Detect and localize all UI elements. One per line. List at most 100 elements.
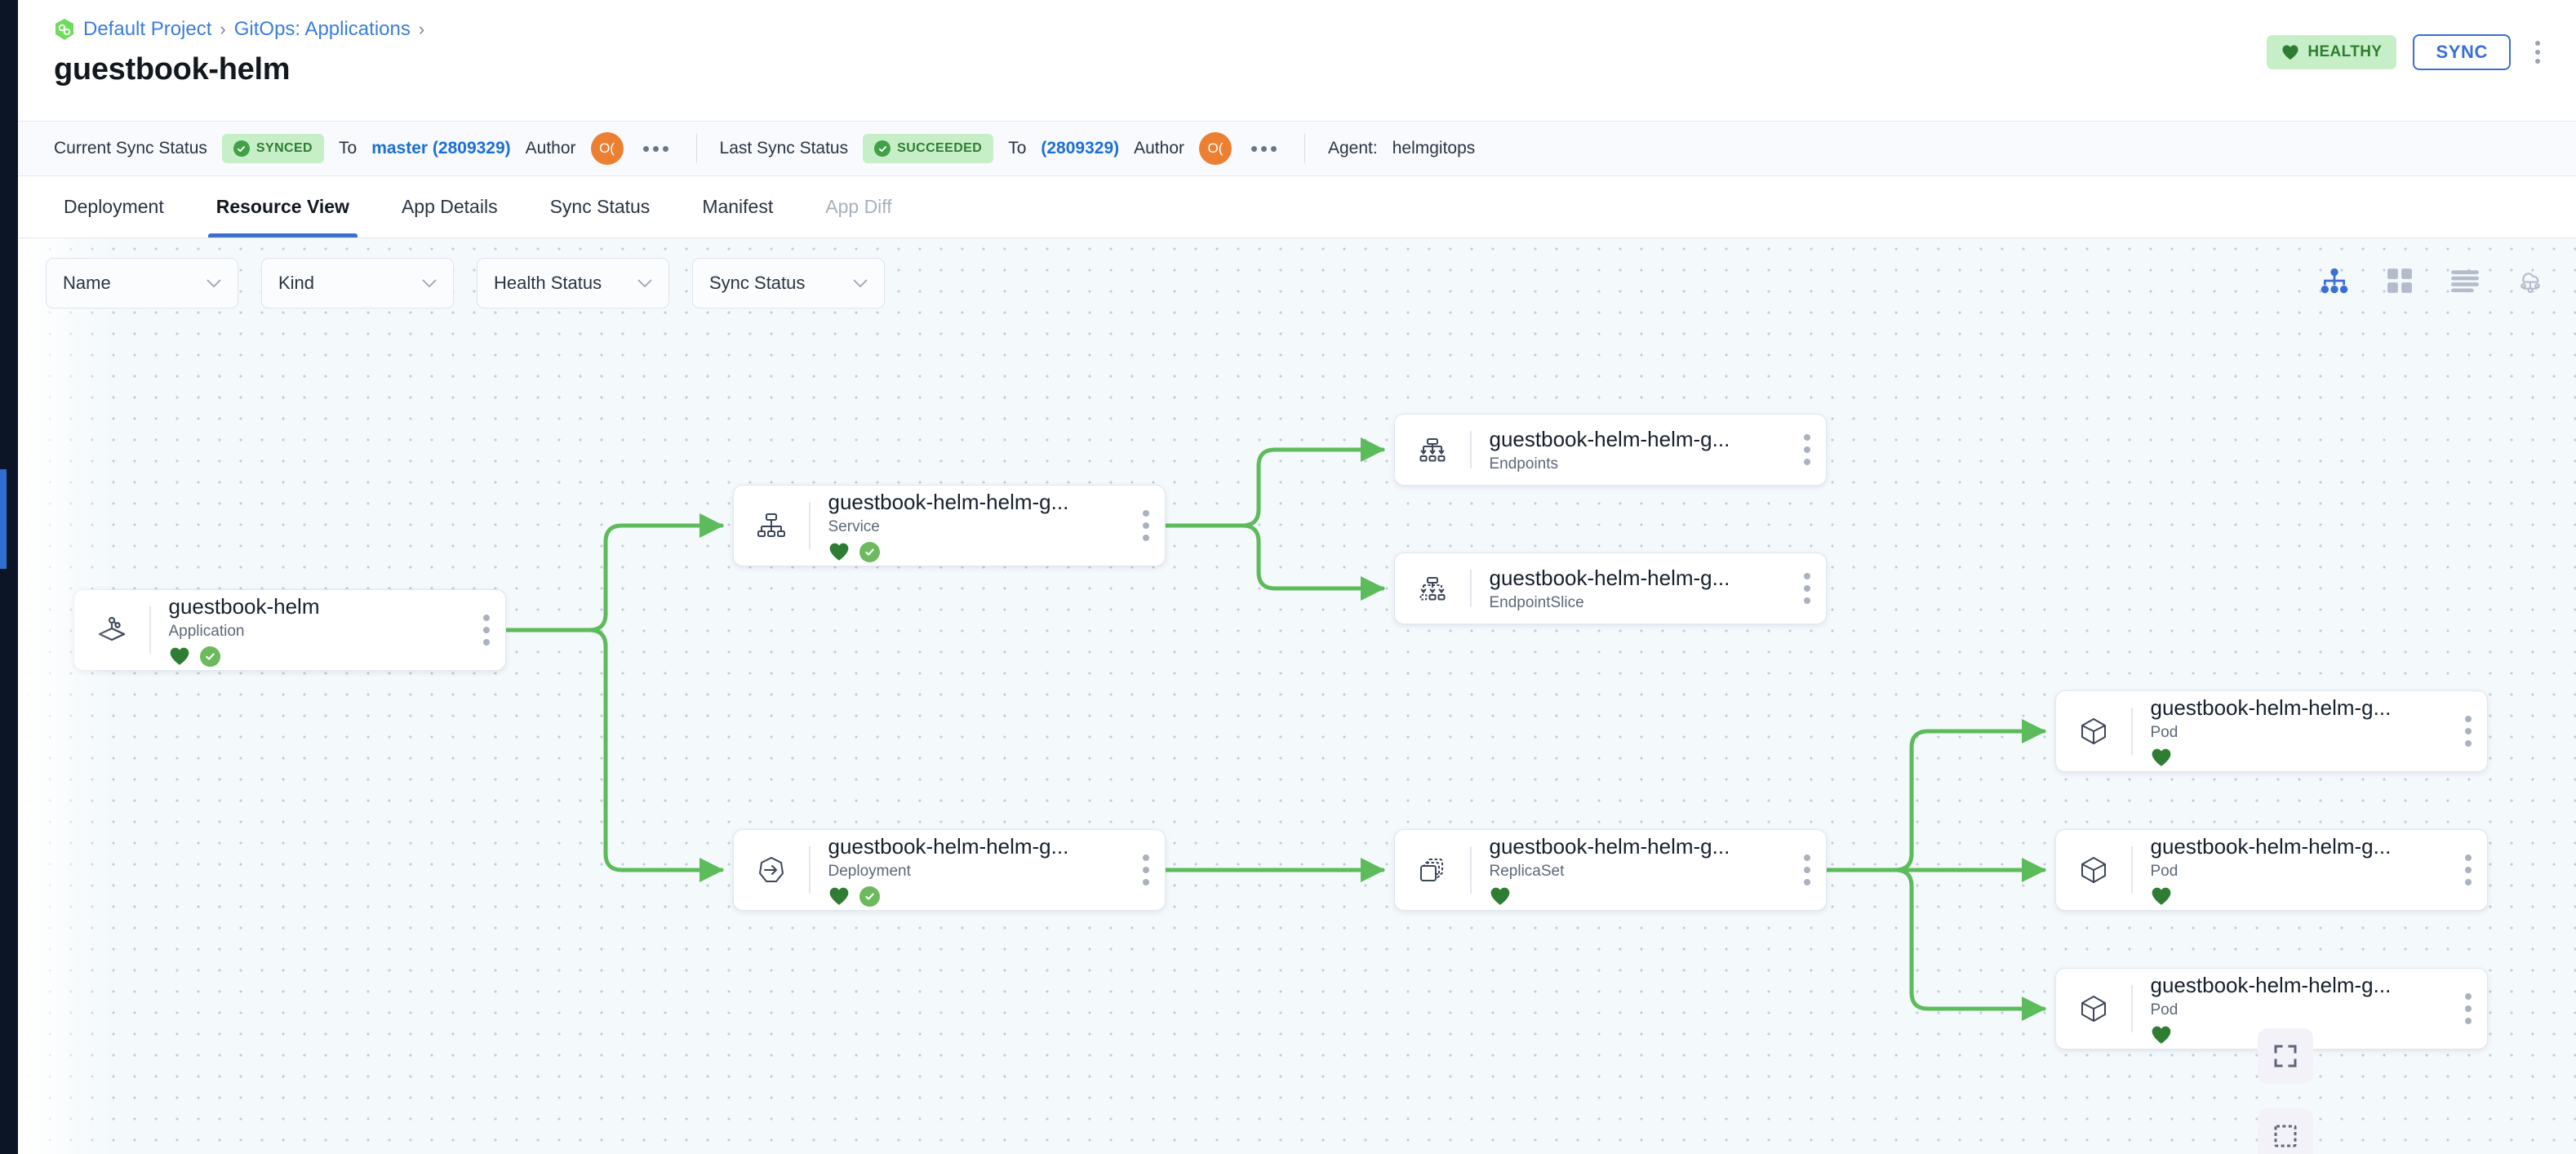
edge-service-endpointslice bbox=[1163, 523, 1385, 601]
chevron-down-icon bbox=[637, 279, 652, 288]
last-sync-status-badge[interactable]: SUCCEEDED bbox=[863, 134, 994, 163]
graph-node-endpointslice[interactable]: guestbook-helm-helm-g... EndpointSlice bbox=[1394, 553, 1827, 624]
graph-node-pod-2[interactable]: guestbook-helm-helm-g... Pod bbox=[2055, 829, 2488, 911]
node-kind: Service bbox=[828, 518, 880, 536]
graph-node-application[interactable]: guestbook-helm Application bbox=[73, 589, 506, 671]
node-status-row bbox=[2151, 747, 2442, 768]
current-to-label: To bbox=[339, 139, 358, 158]
graph-node-replicaset[interactable]: guestbook-helm-helm-g... ReplicaSet bbox=[1394, 829, 1827, 911]
node-menu-icon[interactable] bbox=[1127, 830, 1165, 910]
node-menu-icon[interactable] bbox=[1788, 830, 1826, 910]
view-toggle-group bbox=[2316, 263, 2548, 299]
check-circle-icon bbox=[874, 140, 891, 157]
filter-sync-status-select[interactable]: Sync Status bbox=[692, 258, 885, 308]
breadcrumb-item-applications[interactable]: GitOps: Applications bbox=[233, 18, 411, 40]
tab-sync-status[interactable]: Sync Status bbox=[549, 196, 651, 217]
tree-view-icon[interactable] bbox=[2316, 263, 2352, 299]
chevron-down-icon bbox=[207, 279, 221, 288]
graph-node-endpoints[interactable]: guestbook-helm-helm-g... Endpoints bbox=[1394, 414, 1827, 486]
status-badge-health-label: HEALTHY bbox=[2307, 43, 2383, 60]
node-menu-icon[interactable] bbox=[1788, 415, 1826, 485]
current-sync-status-label: Current Sync Status bbox=[54, 139, 207, 158]
node-menu-icon[interactable] bbox=[1788, 553, 1826, 624]
synced-check-icon bbox=[199, 646, 220, 667]
node-title: guestbook-helm bbox=[168, 593, 320, 619]
service-icon bbox=[734, 508, 809, 543]
current-sync-status-badge[interactable]: SYNCED bbox=[221, 134, 325, 163]
heart-icon bbox=[169, 646, 190, 666]
node-divider bbox=[149, 606, 151, 654]
last-to-label: To bbox=[1008, 139, 1027, 158]
cloud-topology-icon[interactable] bbox=[2512, 263, 2548, 299]
tab-app-diff: App Diff bbox=[825, 196, 892, 217]
node-title: guestbook-helm-helm-g... bbox=[2150, 972, 2392, 997]
node-kind: Deployment bbox=[828, 863, 911, 881]
header-overflow-menu-icon[interactable] bbox=[2527, 34, 2548, 70]
node-menu-icon[interactable] bbox=[2449, 691, 2487, 771]
strip-divider bbox=[1304, 134, 1305, 163]
fullscreen-icon[interactable] bbox=[2258, 1028, 2313, 1084]
avatar[interactable]: O( bbox=[1199, 132, 1232, 165]
node-menu-icon[interactable] bbox=[2449, 830, 2487, 910]
avatar[interactable]: O( bbox=[590, 132, 624, 165]
agent-label: Agent: bbox=[1328, 139, 1378, 158]
list-view-icon[interactable] bbox=[2447, 263, 2483, 299]
tab-bar: Deployment Resource View App Details Syn… bbox=[18, 176, 2576, 238]
graph-node-service[interactable]: guestbook-helm-helm-g... Service bbox=[733, 485, 1166, 566]
graph-node-deployment[interactable]: guestbook-helm-helm-g... Deployment bbox=[733, 829, 1166, 911]
node-title: guestbook-helm-helm-g... bbox=[1489, 565, 1730, 590]
last-more-menu-icon[interactable] bbox=[1246, 145, 1281, 152]
endpoints-icon bbox=[1395, 433, 1470, 467]
node-content: guestbook-helm-helm-g... Endpoints bbox=[1472, 426, 1789, 474]
filter-health-status-label: Health Status bbox=[494, 273, 602, 293]
node-title: guestbook-helm-helm-g... bbox=[828, 489, 1069, 514]
sync-button[interactable]: SYNC bbox=[2413, 34, 2511, 70]
node-divider bbox=[809, 502, 811, 549]
filter-name-label: Name bbox=[63, 273, 111, 293]
node-title: guestbook-helm-helm-g... bbox=[1489, 833, 1730, 859]
node-title: guestbook-helm-helm-g... bbox=[2150, 833, 2392, 859]
node-menu-icon[interactable] bbox=[1127, 486, 1165, 566]
last-revision-link[interactable]: (2809329) bbox=[1041, 139, 1120, 158]
resource-graph-canvas[interactable]: Name Kind Health Status bbox=[18, 238, 2576, 1154]
heart-icon bbox=[2151, 886, 2172, 906]
filter-name-select[interactable]: Name bbox=[46, 258, 238, 308]
select-region-icon[interactable] bbox=[2258, 1108, 2313, 1154]
page-title: guestbook-helm bbox=[54, 52, 291, 87]
pod-icon bbox=[2056, 714, 2131, 748]
edge-app-service bbox=[504, 513, 724, 632]
synced-check-icon bbox=[859, 885, 880, 907]
tab-manifest[interactable]: Manifest bbox=[702, 196, 774, 217]
tab-app-details[interactable]: App Details bbox=[401, 196, 498, 217]
filter-sync-status-label: Sync Status bbox=[709, 273, 806, 293]
heart-icon bbox=[1490, 886, 1511, 906]
current-revision-link[interactable]: master (2809329) bbox=[371, 139, 511, 158]
heart-icon bbox=[828, 886, 850, 906]
filter-health-status-select[interactable]: Health Status bbox=[477, 258, 669, 308]
current-more-menu-icon[interactable] bbox=[638, 145, 673, 152]
tab-deployment[interactable]: Deployment bbox=[64, 196, 164, 217]
grid-view-icon[interactable] bbox=[2382, 263, 2418, 299]
tab-resource-view[interactable]: Resource View bbox=[190, 176, 375, 237]
agent-value: helmgitops bbox=[1392, 139, 1476, 158]
collapsed-sidebar-rail bbox=[0, 0, 18, 1154]
node-menu-icon[interactable] bbox=[468, 590, 505, 670]
node-status-row bbox=[828, 541, 1120, 562]
node-menu-icon[interactable] bbox=[2449, 969, 2487, 1049]
heart-icon bbox=[2151, 1025, 2172, 1045]
status-badge-health[interactable]: HEALTHY bbox=[2267, 35, 2397, 69]
node-status-row bbox=[828, 885, 1120, 907]
edge-app-deployment bbox=[504, 628, 724, 882]
heart-icon bbox=[2281, 44, 2299, 60]
heart-icon bbox=[2151, 748, 2172, 767]
filter-kind-select[interactable]: Kind bbox=[261, 258, 454, 308]
node-content: guestbook-helm-helm-g... Pod bbox=[2133, 695, 2450, 769]
node-content: guestbook-helm-helm-g... EndpointSlice bbox=[1472, 565, 1789, 613]
graph-node-pod-1[interactable]: guestbook-helm-helm-g... Pod bbox=[2055, 690, 2488, 772]
chevron-down-icon bbox=[422, 279, 437, 288]
main-column: Default Project › GitOps: Applications ›… bbox=[18, 0, 2576, 1154]
node-title: guestbook-helm-helm-g... bbox=[1489, 426, 1730, 451]
breadcrumb-item-project[interactable]: Default Project bbox=[83, 18, 212, 40]
check-circle-icon bbox=[233, 140, 250, 157]
